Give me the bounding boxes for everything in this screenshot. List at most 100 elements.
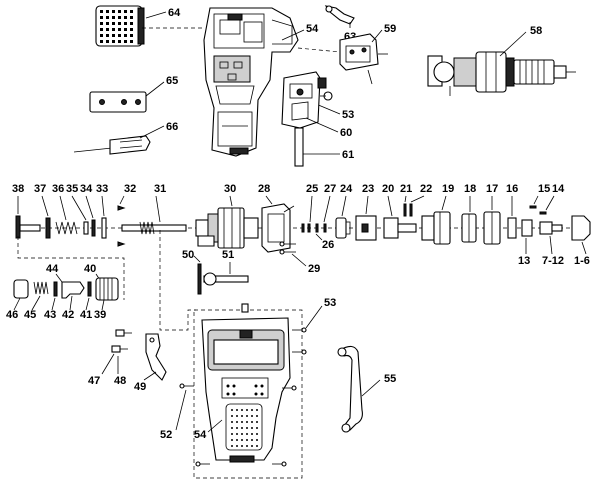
label-45: 45 [24, 309, 36, 321]
label-18: 18 [464, 183, 476, 195]
part-47-screw [115, 329, 132, 337]
part-59-valve-block [339, 33, 388, 85]
label-53-top: 53 [342, 109, 354, 121]
label-19: 19 [442, 183, 454, 195]
label-60: 60 [340, 127, 352, 139]
part-29-screws [279, 241, 296, 255]
label-48: 48 [114, 375, 126, 387]
part-42-valve [61, 281, 85, 299]
part-43-ring [53, 281, 58, 297]
label-64: 64 [168, 7, 181, 19]
label-32: 32 [124, 183, 136, 195]
part-1-6-nosepiece [571, 215, 591, 241]
part-16-washer [507, 217, 517, 239]
label-1-6: 1-6 [574, 255, 590, 267]
part-54-lower-housing [201, 317, 291, 463]
label-66: 66 [166, 121, 178, 133]
label-28: 28 [258, 183, 270, 195]
part-21-22-pins [403, 203, 413, 217]
label-29: 29 [308, 263, 320, 275]
label-65: 65 [166, 75, 178, 87]
label-15: 15 [538, 183, 550, 195]
part-14-15-pins [529, 205, 547, 215]
label-17: 17 [486, 183, 498, 195]
label-43: 43 [44, 309, 56, 321]
label-55: 55 [384, 373, 396, 385]
label-59: 59 [384, 23, 396, 35]
part-45-spring [33, 281, 49, 295]
part-48-screw [111, 345, 128, 353]
part-41-ring [87, 281, 92, 297]
label-33: 33 [96, 183, 108, 195]
label-46: 46 [6, 309, 18, 321]
label-27: 27 [324, 183, 336, 195]
label-42: 42 [62, 309, 74, 321]
label-7-12: 7-12 [542, 255, 564, 267]
label-35: 35 [66, 183, 78, 195]
label-25: 25 [306, 183, 318, 195]
label-26: 26 [322, 239, 334, 251]
part-64-sleeve [95, 5, 145, 47]
part-housing-top [203, 7, 299, 157]
part-25-27-rings [301, 223, 327, 233]
label-21: 21 [400, 183, 412, 195]
label-54-lower: 54 [194, 429, 207, 441]
part-36-spring [55, 221, 78, 235]
part-53-screws-lower [179, 303, 307, 467]
label-52: 52 [160, 429, 172, 441]
label-51: 51 [222, 249, 234, 261]
part-55-side-handle [337, 345, 363, 433]
part-17-ring [483, 211, 501, 245]
label-40: 40 [84, 263, 96, 275]
label-54-top: 54 [306, 23, 319, 35]
label-31: 31 [154, 183, 166, 195]
label-41: 41 [80, 309, 92, 321]
label-13: 13 [518, 255, 530, 267]
part-32-pins [117, 205, 126, 247]
part-23-sleeve [355, 215, 377, 241]
part-49-trigger [145, 333, 167, 381]
part-18-ring [461, 213, 477, 243]
label-44: 44 [46, 263, 59, 275]
label-34: 34 [80, 183, 93, 195]
label-58: 58 [530, 25, 542, 37]
part-19-clutch [421, 211, 451, 245]
label-61: 61 [342, 149, 354, 161]
label-38: 38 [12, 183, 24, 195]
part-53-screw-top [320, 91, 333, 101]
part-30-gear-assembly [195, 207, 259, 249]
label-22: 22 [420, 183, 432, 195]
label-30: 30 [224, 183, 236, 195]
part-37-washer [45, 217, 51, 239]
label-47: 47 [88, 375, 100, 387]
part-38-screw [15, 215, 41, 239]
part-39-knurled-ring [95, 277, 119, 301]
label-50: 50 [182, 249, 194, 261]
label-14: 14 [552, 183, 565, 195]
part-7-12-bit-holder [539, 221, 563, 235]
label-36: 36 [52, 183, 64, 195]
label-53-lower: 53 [324, 297, 336, 309]
label-24: 24 [340, 183, 353, 195]
part-31-shaft [121, 221, 187, 235]
part-35-ring [83, 221, 89, 235]
part-33-washer [101, 217, 107, 239]
label-39: 39 [94, 309, 106, 321]
part-63-lever [324, 5, 355, 25]
part-61-pin [294, 127, 304, 167]
part-66-hex-key [73, 135, 151, 155]
part-60-trigger-housing [281, 71, 327, 129]
part-13-nut [521, 219, 533, 237]
part-20-spindle [383, 217, 417, 239]
label-23: 23 [362, 183, 374, 195]
label-20: 20 [382, 183, 394, 195]
part-50-51-shaft [197, 263, 249, 295]
part-65-cover-plate [89, 91, 147, 113]
label-37: 37 [34, 183, 46, 195]
part-34-ring [91, 219, 96, 237]
label-49: 49 [134, 381, 146, 393]
part-46-cap [13, 279, 29, 299]
label-16: 16 [506, 183, 518, 195]
part-28-bracket [261, 203, 295, 253]
